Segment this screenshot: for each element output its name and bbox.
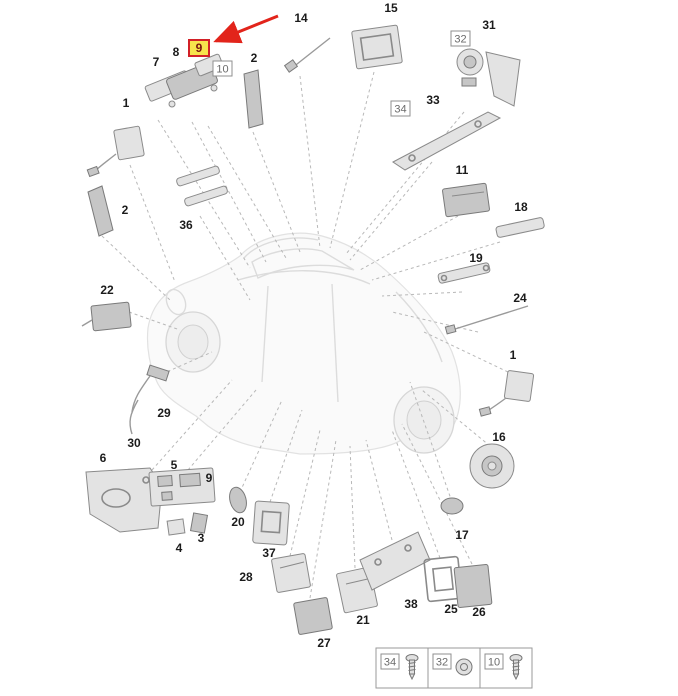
- part-label-24[interactable]: 24: [513, 291, 527, 305]
- part-drawing-part-4: [166, 518, 186, 536]
- part-label-9-roof[interactable]: 9: [196, 41, 203, 55]
- part-label-2-left[interactable]: 2: [122, 203, 129, 217]
- highlight-arrow: [213, 14, 279, 44]
- part-drawing-module-28: [271, 553, 311, 593]
- part-label-18[interactable]: 18: [514, 200, 528, 214]
- part-drawing-plate-38: [359, 531, 431, 591]
- part-label-34[interactable]: 34: [394, 104, 406, 116]
- part-label-7[interactable]: 7: [153, 55, 160, 69]
- part-drawing-module-11: [442, 182, 490, 218]
- part-drawing-plate-15: [351, 24, 403, 70]
- part-highlight-box[interactable]: [188, 39, 210, 57]
- part-label-box-10[interactable]: [212, 60, 233, 77]
- part-drawing-bar-19: [437, 262, 491, 284]
- part-drawing-roof-antenna-module: [144, 53, 224, 108]
- vehicle-silhouette: [146, 232, 461, 455]
- part-label-8[interactable]: 8: [173, 45, 180, 59]
- part-label-33[interactable]: 33: [426, 93, 440, 107]
- part-label-box-32[interactable]: [450, 30, 471, 47]
- part-label-36[interactable]: 36: [179, 218, 193, 232]
- part-label-29[interactable]: 29: [157, 406, 171, 420]
- legend-label-32[interactable]: 32: [436, 657, 448, 669]
- part-label-30[interactable]: 30: [127, 436, 141, 450]
- part-drawing-rod-antenna-14: [283, 37, 331, 73]
- part-label-22[interactable]: 22: [100, 283, 114, 297]
- part-labels: 14 15 31 32 8 9 7 10 2 1 34 33 11 18 2 3…: [100, 1, 528, 650]
- part-label-1-right[interactable]: 1: [510, 348, 517, 362]
- part-drawing-module-26: [453, 564, 493, 608]
- part-label-3[interactable]: 3: [198, 531, 205, 545]
- part-drawing-wires-29-30: [129, 364, 170, 435]
- part-label-2-top[interactable]: 2: [251, 51, 258, 65]
- legend-label-10[interactable]: 10: [488, 657, 500, 669]
- part-label-1-left[interactable]: 1: [123, 96, 130, 110]
- part-label-31[interactable]: 31: [482, 18, 496, 32]
- part-label-14[interactable]: 14: [294, 11, 308, 25]
- part-drawing-part-3: [189, 512, 209, 534]
- part-label-37[interactable]: 37: [262, 546, 276, 560]
- part-label-28[interactable]: 28: [239, 570, 253, 584]
- part-label-19[interactable]: 19: [469, 251, 483, 265]
- part-drawing-cable-24: [444, 305, 529, 335]
- part-label-6[interactable]: 6: [100, 451, 107, 465]
- legend-label-34[interactable]: 34: [384, 657, 396, 669]
- nut-icon: [455, 658, 473, 676]
- highlighted-part-label-9[interactable]: 9: [188, 39, 210, 57]
- legend-item-32[interactable]: 32: [432, 653, 473, 676]
- legend-item-34[interactable]: 34: [380, 653, 419, 680]
- part-drawing-board-5: [148, 467, 216, 507]
- part-drawing-module-22: [81, 301, 132, 332]
- part-label-11[interactable]: 11: [456, 163, 469, 177]
- part-label-10[interactable]: 10: [216, 64, 228, 76]
- part-drawing-module-27: [293, 597, 333, 635]
- legend-item-10[interactable]: 10: [484, 653, 523, 680]
- part-label-26[interactable]: 26: [472, 605, 486, 619]
- part-label-17[interactable]: 17: [455, 528, 469, 542]
- part-label-38[interactable]: 38: [404, 597, 418, 611]
- part-illustrations: [81, 24, 545, 635]
- part-label-20[interactable]: 20: [231, 515, 245, 529]
- leader-lines: [101, 71, 509, 599]
- part-drawing-bracket-37: [252, 500, 290, 546]
- part-drawing-speaker-16: [469, 443, 515, 489]
- part-drawing-part-20: [229, 486, 247, 514]
- fastener-legend: 34 32 10: [375, 647, 533, 689]
- part-label-box-34[interactable]: [390, 100, 411, 117]
- part-label-4[interactable]: 4: [176, 541, 183, 555]
- part-drawing-disc-17: [440, 497, 464, 515]
- part-drawing-module-1-right: [478, 370, 535, 417]
- highlight-arrow-line: [213, 14, 279, 44]
- part-label-27[interactable]: 27: [317, 636, 331, 650]
- part-drawing-plate-2-left: [87, 185, 114, 237]
- part-drawing-door-bracket-6: [85, 467, 163, 533]
- part-drawing-plate-2-top: [243, 69, 264, 129]
- part-label-15[interactable]: 15: [384, 1, 398, 15]
- part-drawing-module-1-left: [86, 125, 145, 178]
- part-label-16[interactable]: 16: [492, 430, 506, 444]
- part-label-5[interactable]: 5: [171, 458, 178, 472]
- part-label-21[interactable]: 21: [356, 613, 370, 627]
- part-label-32[interactable]: 32: [454, 34, 466, 46]
- part-drawing-bar-18: [495, 217, 545, 238]
- part-drawing-bracket-33: [392, 111, 502, 171]
- legend-frame: [375, 647, 533, 689]
- part-drawing-antenna-31: [456, 48, 521, 107]
- part-label-25[interactable]: 25: [444, 602, 458, 616]
- part-label-9-door[interactable]: 9: [206, 471, 213, 485]
- part-drawing-bars-36: [176, 165, 228, 207]
